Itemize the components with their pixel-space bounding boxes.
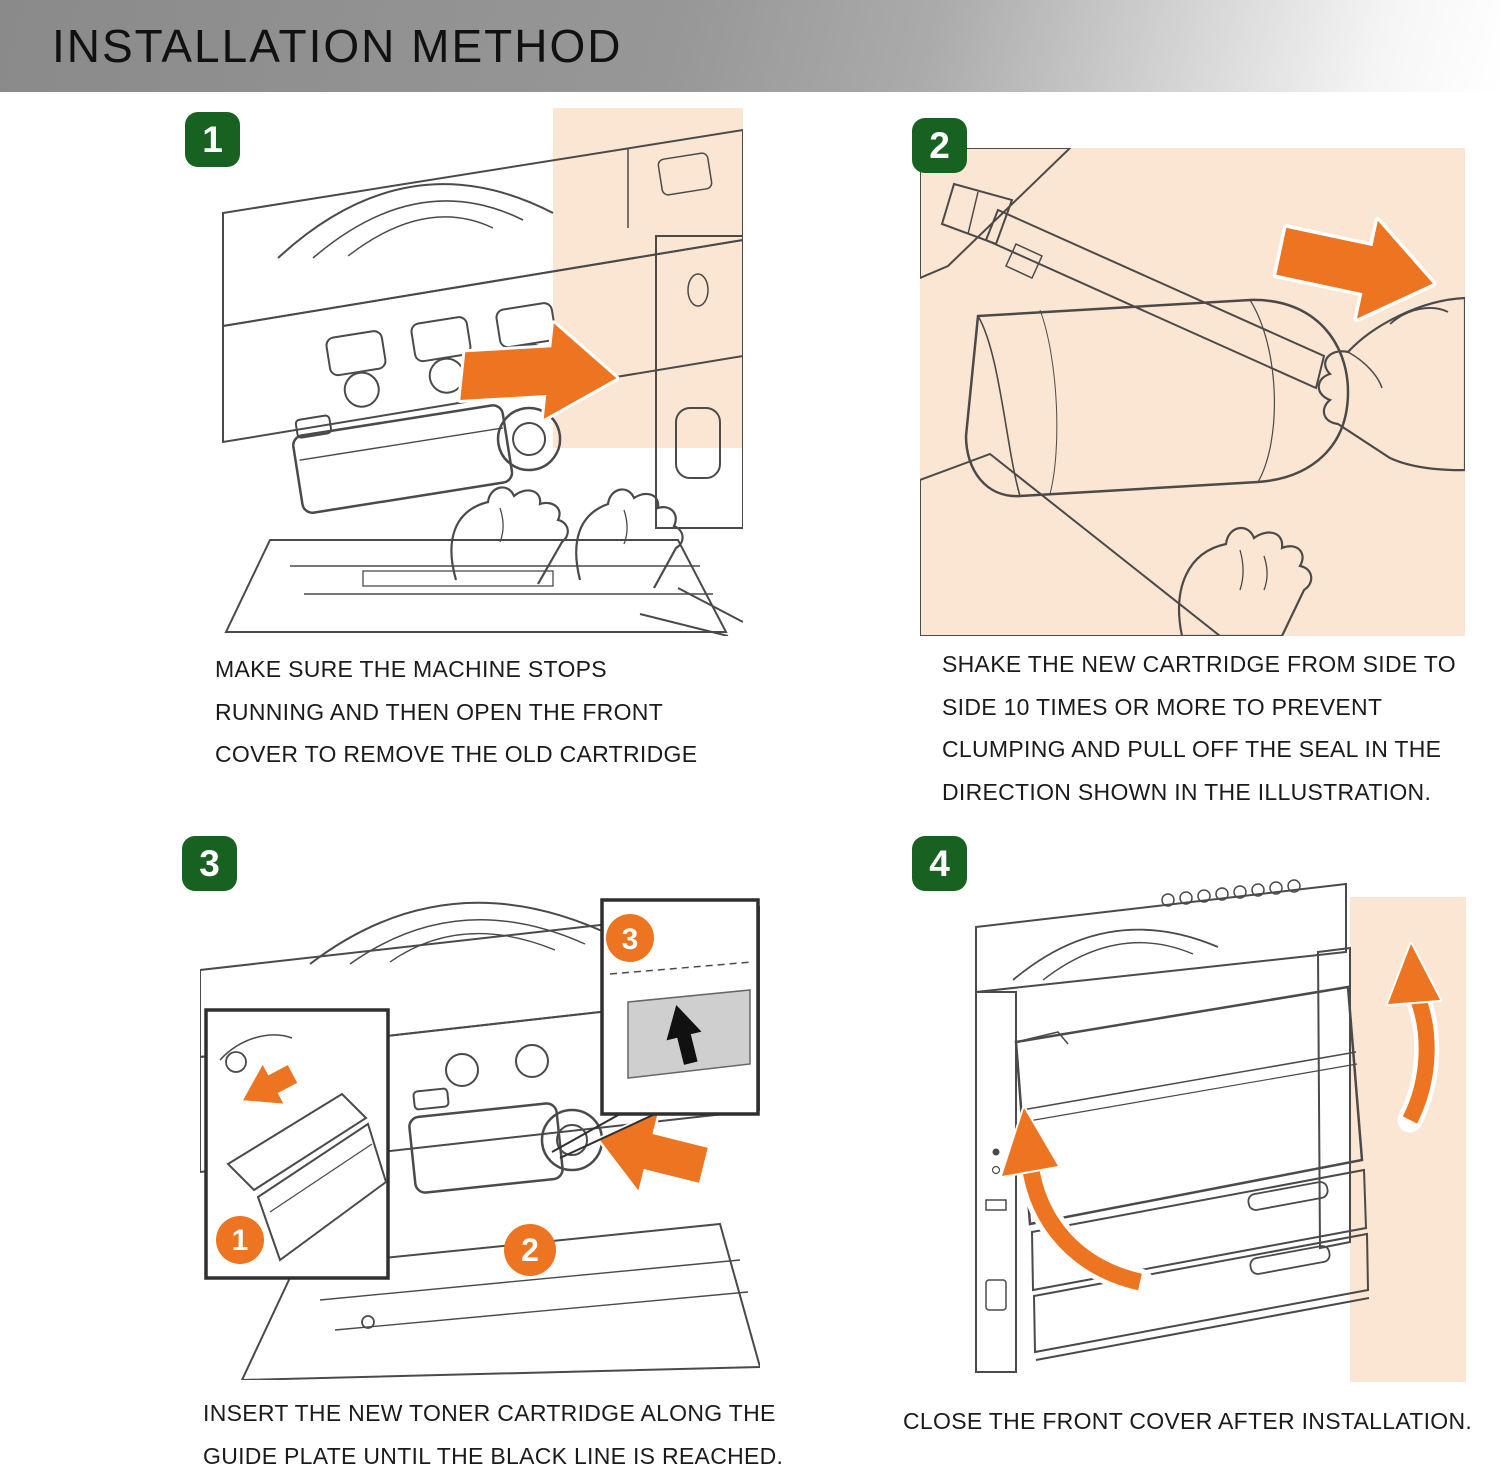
feeder-hinges [1161,879,1301,907]
step-4-illustration [918,852,1466,1382]
step-2-badge: 2 [912,118,967,173]
step-4-badge: 4 [912,836,967,891]
black-line-arrow-icon [666,1004,702,1065]
gripping-hand [1317,296,1465,472]
callout-2-badge [504,1224,556,1276]
insert-arrow-icon [597,1110,711,1193]
callout-3-badge [606,914,654,962]
step-2-number: 2 [929,125,950,166]
step-3-caption: INSERT THE NEW TONER CARTRIDGE ALONG THE… [203,1400,784,1469]
supporting-hand [1178,527,1313,636]
shake-cartridge-drawing [920,148,1465,636]
callout-3-number: 3 [622,923,639,956]
front-cover [1014,985,1364,1226]
new-cartridge [964,298,1350,498]
step-3-badge: 3 [182,836,237,891]
close-arrow-right-icon [1386,942,1442,1133]
step-4-caption: CLOSE THE FRONT COVER AFTER INSTALLATION… [903,1408,1473,1434]
step-3-number: 3 [199,843,220,884]
insert-cartridge-drawing: 1 2 3 [200,852,760,1380]
left-hand [450,486,569,585]
step-3-illustration: 1 2 3 [200,852,760,1380]
pull-seal-arrow-icon [1272,217,1437,323]
step-2-caption: SHAKE THE NEW CARTRIDGE FROM SIDE TO SID… [942,651,1456,805]
right-hand [575,488,743,636]
step-1-illustration [208,108,743,636]
paper-drawers [1030,1168,1370,1361]
callout-1-number: 1 [232,1224,249,1257]
header-bar: INSTALLATION METHOD [0,0,1500,92]
guide-arrow-icon [241,1062,300,1106]
printer-remove-cartridge-drawing [222,108,743,636]
step-2-illustration [920,148,1465,636]
seal-strip [940,182,1326,390]
step-1-caption: MAKE SURE THE MACHINE STOPS RUNNING AND … [215,656,698,768]
guide-plate-inset: 1 [204,1008,390,1280]
callout-2-number: 2 [521,1232,539,1268]
pull-out-arrow-icon [457,320,620,422]
close-cover-drawing [975,879,1466,1382]
old-cartridge [292,404,562,514]
callout-1-badge [216,1216,264,1264]
step-4-number: 4 [929,843,950,884]
page-title: INSTALLATION METHOD [52,20,623,72]
new-cartridge [408,1087,604,1194]
step-1-badge: 1 [185,112,240,167]
black-line-inset: 3 [551,898,760,1159]
close-arrow-left-icon [1000,1106,1154,1296]
step-1-number: 1 [202,119,223,160]
